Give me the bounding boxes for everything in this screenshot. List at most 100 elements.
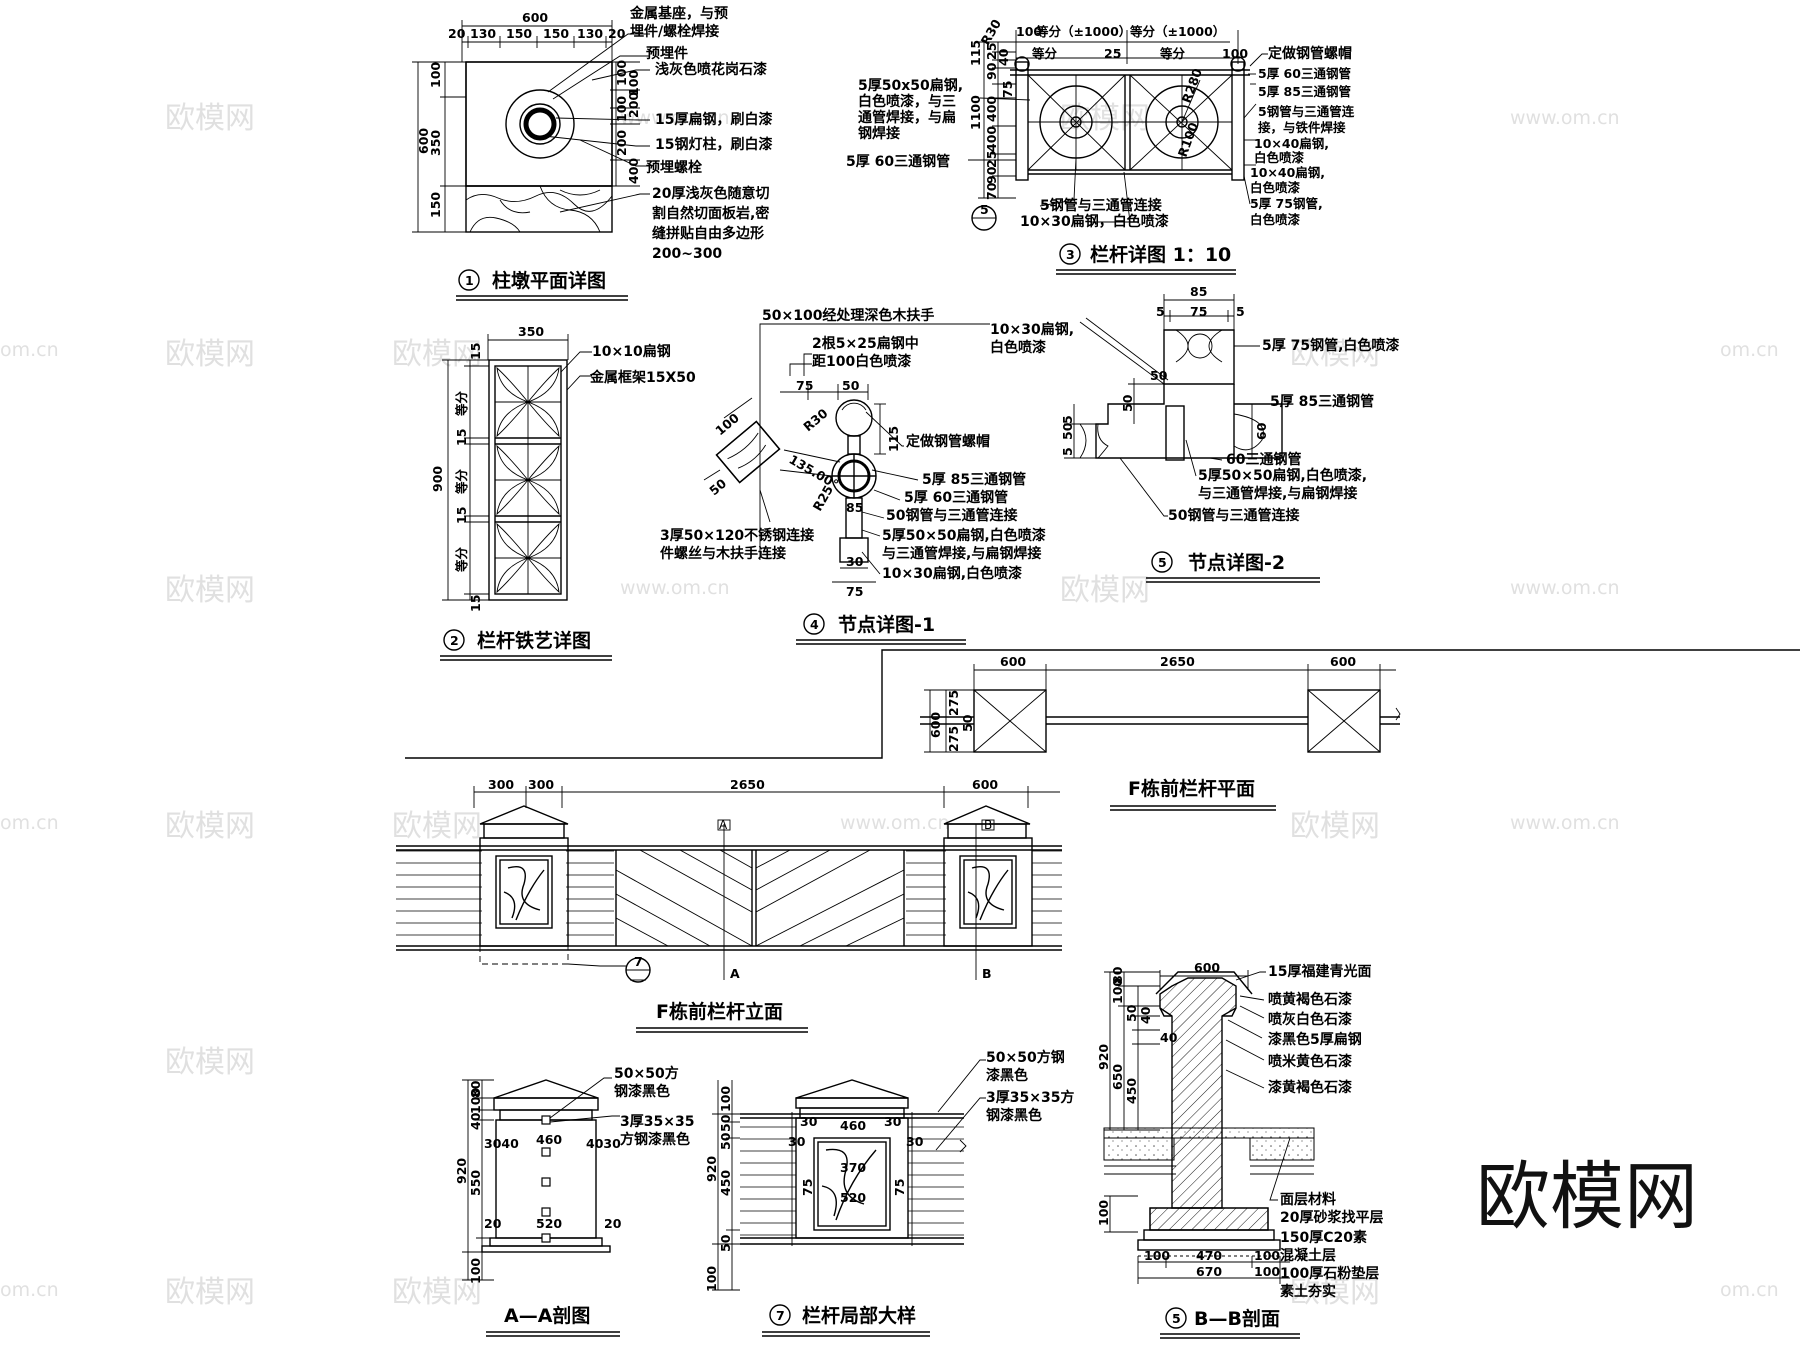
dim-label: 370 (840, 1160, 866, 1175)
dim-label: 100 (468, 1088, 483, 1114)
dim-label: 50 (842, 378, 860, 393)
annotation: 3厚50×120不锈钢连接 (660, 527, 814, 544)
annotation: 100厚石粉垫层 (1280, 1265, 1379, 1282)
dim-label: 100 (626, 70, 641, 96)
dim-label: 20 (608, 26, 626, 41)
wood-slat-panels (396, 846, 1062, 946)
dim-label: 450 (718, 1170, 733, 1196)
dim-label: 920 (1096, 1044, 1111, 1070)
annotation: 5厚 85三通钢管 (1270, 393, 1374, 410)
dim-label: 15 (454, 429, 469, 446)
dim-label: 30 (884, 1114, 902, 1129)
detail-title: 节点详图-2 (1188, 551, 1285, 574)
dim-label: 40 (468, 1112, 483, 1130)
chevron-slats (615, 849, 905, 947)
dim-label: 115 (968, 40, 983, 66)
dim-label: 150 (506, 26, 532, 41)
detail-1-pier-plan: 600 20 130 150 150 130 20 600 100 350 15… (412, 5, 772, 301)
dim-label: 275 (946, 690, 961, 716)
annotation: 白色喷漆 (990, 339, 1046, 356)
annotation: 面层材料 (1280, 1191, 1336, 1208)
dim-label: 600 (1330, 654, 1356, 669)
watermark-url: om.cn (1720, 1279, 1779, 1301)
dim-label: 100 (468, 1258, 483, 1284)
watermark-logo: 欧模网 (165, 101, 255, 136)
dim-label: 460 (536, 1132, 562, 1147)
dim-label: 600 (522, 10, 548, 25)
annotation: 件螺丝与木扶手连接 (660, 545, 786, 562)
annotation: 金属框架15X50 (589, 369, 696, 386)
detail-number: 4 (810, 617, 819, 632)
detail-number: 5 (1158, 555, 1167, 570)
drawing-title: F栋前栏杆立面 (656, 1000, 783, 1023)
dim-label: 670 (1196, 1264, 1222, 1279)
dim-label: 100 (1222, 46, 1248, 61)
dim-label: 85 (846, 500, 863, 515)
dim-label: 200 (614, 130, 629, 156)
dim-label: 600 (416, 128, 431, 154)
annotation: 缝拼贴自由多边形 (652, 225, 764, 242)
annotation: 50×100经处理深色木扶手 (762, 307, 934, 324)
dim-label: 等分 (1159, 46, 1186, 61)
dim-label: 等分 (454, 390, 469, 417)
annotation: 素土夯实 (1280, 1283, 1336, 1300)
annotation: 预埋螺栓 (646, 159, 702, 176)
annotation: 20厚砂浆找平层 (1280, 1209, 1383, 1226)
dim-label: 75 (892, 1179, 907, 1196)
dim-label: 3040 (484, 1136, 519, 1151)
dim-label: 100 (614, 96, 629, 122)
dim-label: 50 (960, 714, 975, 732)
dim-label: 30 (788, 1134, 806, 1149)
watermark-url: om.cn (0, 812, 59, 834)
annotation: 50钢管与三通管连接 (886, 507, 1017, 524)
dim-label: 100 (614, 60, 629, 86)
annotation: 漆黑色5厚扁钢 (1268, 1031, 1362, 1048)
annotation: 20厚浅灰色随意切 (652, 185, 769, 202)
dim-label: 60 (1254, 422, 1269, 440)
annotation: 5钢管与三通管连接 (1040, 197, 1162, 214)
annotation: 150厚C20素 (1280, 1229, 1367, 1246)
dim-label: 25 (1104, 46, 1121, 61)
section-mark: A (730, 966, 740, 981)
dim-label: 20 (484, 1216, 502, 1231)
annotation: 漆黄褐色石漆 (1268, 1079, 1352, 1096)
annotation: 喷灰白色石漆 (1268, 1011, 1352, 1028)
drawing-title: B—B剖面 (1194, 1307, 1280, 1330)
watermark-logo: 欧模网 (165, 1275, 255, 1310)
section-a-a: 80 100 40 550 920 100 460 3040 4030 20 5… (454, 1065, 694, 1337)
dim-label: 15 (468, 595, 483, 612)
dim-label: 80 (468, 1080, 483, 1098)
dim-label: 2650 (730, 777, 765, 792)
annotation: 50钢管与三通管连接 (1168, 507, 1299, 524)
annotation: 漆黑色 (986, 1067, 1028, 1084)
watermark-logo: 欧模网 (165, 337, 255, 372)
dim-label: 50 (718, 1234, 733, 1252)
dim-label: 75 (796, 378, 813, 393)
watermark-url: om.cn (1720, 339, 1779, 361)
dim-label: 20 (448, 26, 466, 41)
annotation: 50×50方钢 (986, 1049, 1065, 1066)
annotation: 15钢灯柱，刷白漆 (655, 136, 772, 153)
annotation: 喷黄褐色石漆 (1268, 991, 1352, 1008)
annotation: 5厚50x50扁钢, (858, 77, 963, 94)
detail-number: 5 (1172, 1311, 1181, 1326)
dim-label: 400 (984, 96, 999, 122)
detail-number: 7 (776, 1308, 785, 1323)
dim-label: 115 (886, 426, 901, 452)
dim-label: 等分 (1031, 46, 1058, 61)
dim-label: 50 (1124, 1004, 1139, 1022)
annotation: 200~300 (652, 246, 722, 262)
watermark-logo: 欧模网 (1290, 1275, 1380, 1310)
section-mark: B (982, 966, 992, 981)
watermark-logo: 欧模网 (165, 573, 255, 608)
watermark-url: www.om.cn (1510, 107, 1620, 129)
dim-label: 30 (846, 554, 864, 569)
dim-label: 50 (1060, 422, 1075, 440)
dim-label: 400 (626, 158, 641, 184)
watermark-logo: 欧模网 (1290, 809, 1380, 844)
section-mark: A (719, 818, 728, 832)
dim-label: 100 (1254, 1264, 1280, 1279)
detail-title: 栏杆铁艺详图 (477, 629, 591, 652)
watermark-url: www.om.cn (1510, 812, 1620, 834)
dim-label: 20 (604, 1216, 622, 1231)
